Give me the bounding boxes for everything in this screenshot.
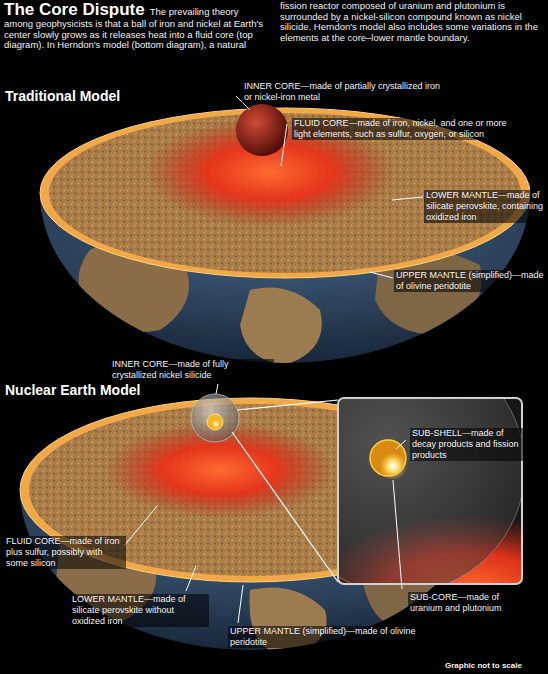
section-heading: Nuclear Earth Model [5,382,140,399]
footnote: Graphic not to scale [443,660,524,671]
leader-line [392,197,423,200]
sub-shell [207,414,223,430]
title: The Core Dispute [4,0,145,19]
callout-label: SUB-SHELL—made of decay products and fis… [410,428,524,461]
callout-label: SUB-CORE—made of uranium and plutonium [408,592,512,614]
leader-line [186,566,196,591]
sub-core [379,452,407,480]
callout-label: INNER CORE—made of partially crystallize… [242,81,451,103]
inner-core [338,398,522,584]
callout-label: INNER CORE—made of fully crystallized ni… [110,359,274,381]
leader-line [238,585,243,623]
callout-label: UPPER MANTLE (simplified)—made of olivin… [394,270,546,292]
inner-core [191,394,239,442]
section-heading: Traditional Model [5,88,120,105]
caption-block: The Core DisputeThe prevailing theory am… [4,1,544,51]
continent [240,288,322,366]
inset-frame [338,398,522,584]
callout-label: LOWER MANTLE—made of silicate perovskite… [70,594,209,627]
callout-label: LOWER MANTLE—made of silicate perovskite… [424,190,546,223]
sub-core [211,419,221,429]
callout-label: FLUID CORE—made of iron plus sulfur, pos… [4,536,126,569]
zoom-line [232,432,338,582]
leader-line [396,440,406,449]
leader-line [216,384,218,394]
leader-line [281,124,287,166]
leader-line [124,505,158,546]
inset-view [338,398,522,584]
zoom-line [237,400,338,410]
inner-core [236,104,288,156]
callout-label: FLUID CORE—made of iron, nickel, and one… [292,118,522,140]
callout-label: UPPER MANTLE (simplified)—made of olivin… [228,626,427,648]
leader-line [370,272,393,278]
leader-line [393,480,402,589]
